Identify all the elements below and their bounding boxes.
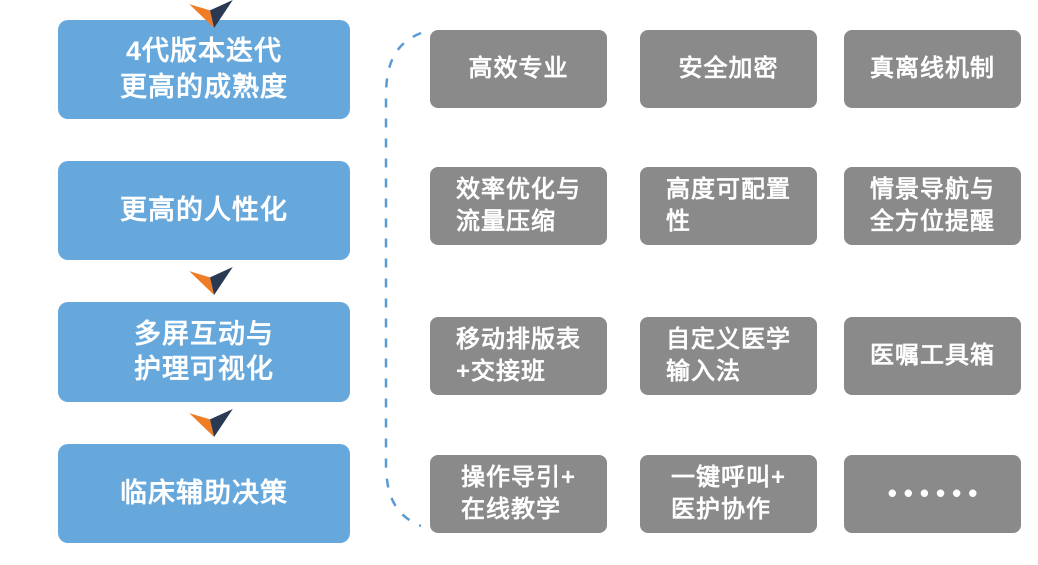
feature-card: 情景导航与 全方位提醒 xyxy=(844,167,1021,245)
feature-card-label: 医嘱工具箱 xyxy=(870,341,995,369)
down-arrow-glyph xyxy=(189,409,233,437)
feature-card: 真离线机制 xyxy=(844,30,1021,108)
down-arrow-icon xyxy=(188,0,234,29)
feature-card-label: 高效专业 xyxy=(468,54,569,82)
feature-card-label: 自定义医学 输入法 xyxy=(666,325,791,385)
feature-card: 效率优化与 流量压缩 xyxy=(430,167,607,245)
feature-card-label: 安全加密 xyxy=(678,54,779,82)
feature-card-label: 一键呼叫+ 医护协作 xyxy=(670,463,786,523)
feature-card-label: 真离线机制 xyxy=(870,54,995,82)
feature-card-label: 情景导航与 全方位提醒 xyxy=(870,175,995,235)
flow-step-3: 多屏互动与 护理可视化 xyxy=(58,302,350,402)
feature-card: 一键呼叫+ 医护协作 xyxy=(640,455,817,533)
feature-card-label: 高度可配置 性 xyxy=(666,175,791,235)
feature-card: 高效专业 xyxy=(430,30,607,108)
flow-step-1: 4代版本迭代 更高的成熟度 xyxy=(58,20,350,119)
feature-card: 医嘱工具箱 xyxy=(844,317,1021,395)
down-arrow-glyph xyxy=(189,0,233,29)
feature-card: 移动排版表 +交接班 xyxy=(430,317,607,395)
down-arrow-icon xyxy=(188,267,234,295)
feature-card-ellipsis: •••••• xyxy=(844,455,1021,533)
feature-card: 自定义医学 输入法 xyxy=(640,317,817,395)
feature-card-label: 操作导引+ 在线教学 xyxy=(460,463,576,523)
feature-card: 操作导引+ 在线教学 xyxy=(430,455,607,533)
ellipsis-dots-icon: •••••• xyxy=(887,478,985,509)
feature-card-label: 移动排版表 +交接班 xyxy=(456,325,581,385)
flow-step-2: 更高的人性化 xyxy=(58,161,350,260)
feature-card-label: 效率优化与 流量压缩 xyxy=(456,175,581,235)
flow-step-4: 临床辅助决策 xyxy=(58,444,350,543)
feature-card: 高度可配置 性 xyxy=(640,167,817,245)
down-arrow-glyph xyxy=(189,267,233,295)
feature-card: 安全加密 xyxy=(640,30,817,108)
down-arrow-icon xyxy=(188,409,234,437)
